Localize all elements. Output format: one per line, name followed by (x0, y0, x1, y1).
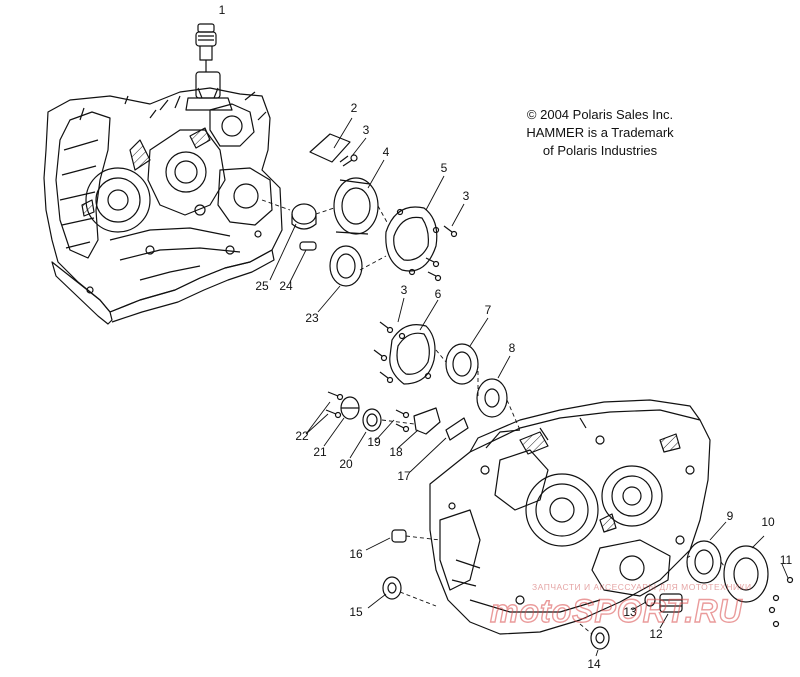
callout-25: 25 (255, 279, 269, 293)
watermark-brand: motoSPORT.RU (490, 593, 743, 629)
callout-8: 8 (509, 341, 516, 355)
part-6-cover-plate (389, 324, 436, 385)
part-3-screw-a (339, 154, 358, 167)
callout-16: 16 (349, 547, 363, 561)
callout-3b: 3 (463, 189, 470, 203)
callout-4: 4 (383, 145, 390, 159)
callout-5: 5 (441, 161, 448, 175)
part-5-gasket-plate (385, 206, 440, 276)
part-24-pin (299, 241, 317, 251)
copyright-line-3: of Polaris Industries (542, 143, 658, 158)
part-19-screws (395, 409, 410, 433)
part-14-seal (590, 626, 610, 650)
watermark-tagline: ЗАПЧАСТИ И АКСЕССУАРЫ ДЛЯ МОТОТЕХНИКИ (532, 582, 752, 592)
callout-15: 15 (349, 605, 363, 619)
callout-24: 24 (279, 279, 293, 293)
callout-11: 11 (780, 553, 793, 567)
callout-9: 9 (727, 509, 734, 523)
copyright-notice: © 2004 Polaris Sales Inc. HAMMER is a Tr… (490, 106, 710, 160)
callout-1: 1 (219, 3, 226, 17)
callout-20: 20 (339, 457, 353, 471)
part-9-bearing (686, 540, 722, 584)
copyright-line-1: © 2004 Polaris Sales Inc. (526, 107, 674, 122)
part-11-screws (768, 576, 794, 628)
part-20-seal (362, 408, 382, 432)
part-4-bearing (333, 177, 379, 235)
callout-14: 14 (587, 657, 601, 671)
callout-3a: 3 (363, 123, 370, 137)
callout-22: 22 (295, 429, 309, 443)
part-18-bracket (413, 407, 441, 435)
callout-2: 2 (351, 101, 358, 115)
part-8-seal (476, 378, 508, 418)
right-crankcase-half (429, 399, 711, 635)
part-13-washer (644, 593, 656, 607)
copyright-line-2: HAMMER is a Trademark (526, 125, 674, 140)
callout-12: 12 (649, 627, 663, 641)
part-15-seal (382, 576, 402, 600)
part-10-cover-plate (723, 545, 769, 603)
part-17-plate (445, 417, 469, 441)
part-16-dowel (391, 529, 407, 543)
part-12-shaft-nut (659, 593, 683, 613)
part-3-screws-b (425, 225, 458, 282)
part-1-breather-fitting (195, 23, 217, 61)
callout-17: 17 (397, 469, 411, 483)
callout-18: 18 (389, 445, 403, 459)
part-7-bearing (445, 343, 479, 385)
callout-19: 19 (367, 435, 381, 449)
callout-7: 7 (485, 303, 492, 317)
callout-6: 6 (435, 287, 442, 301)
part-22-screws (325, 391, 344, 419)
part-2-plate (309, 133, 351, 163)
callout-21: 21 (313, 445, 327, 459)
left-crankcase-half (43, 71, 283, 325)
part-23-seal (329, 245, 363, 287)
callout-leaders (269, 117, 789, 657)
callout-23: 23 (305, 311, 319, 325)
callout-3c: 3 (401, 283, 408, 297)
part-3-screws-c (373, 321, 394, 384)
watermark: ЗАПЧАСТИ И АКСЕССУАРЫ ДЛЯ МОТОТЕХНИКИ mo… (489, 582, 752, 630)
callout-10: 10 (761, 515, 775, 529)
assembly-lines (261, 199, 725, 635)
part-21-retainer (340, 396, 360, 420)
callout-13: 13 (623, 605, 637, 619)
